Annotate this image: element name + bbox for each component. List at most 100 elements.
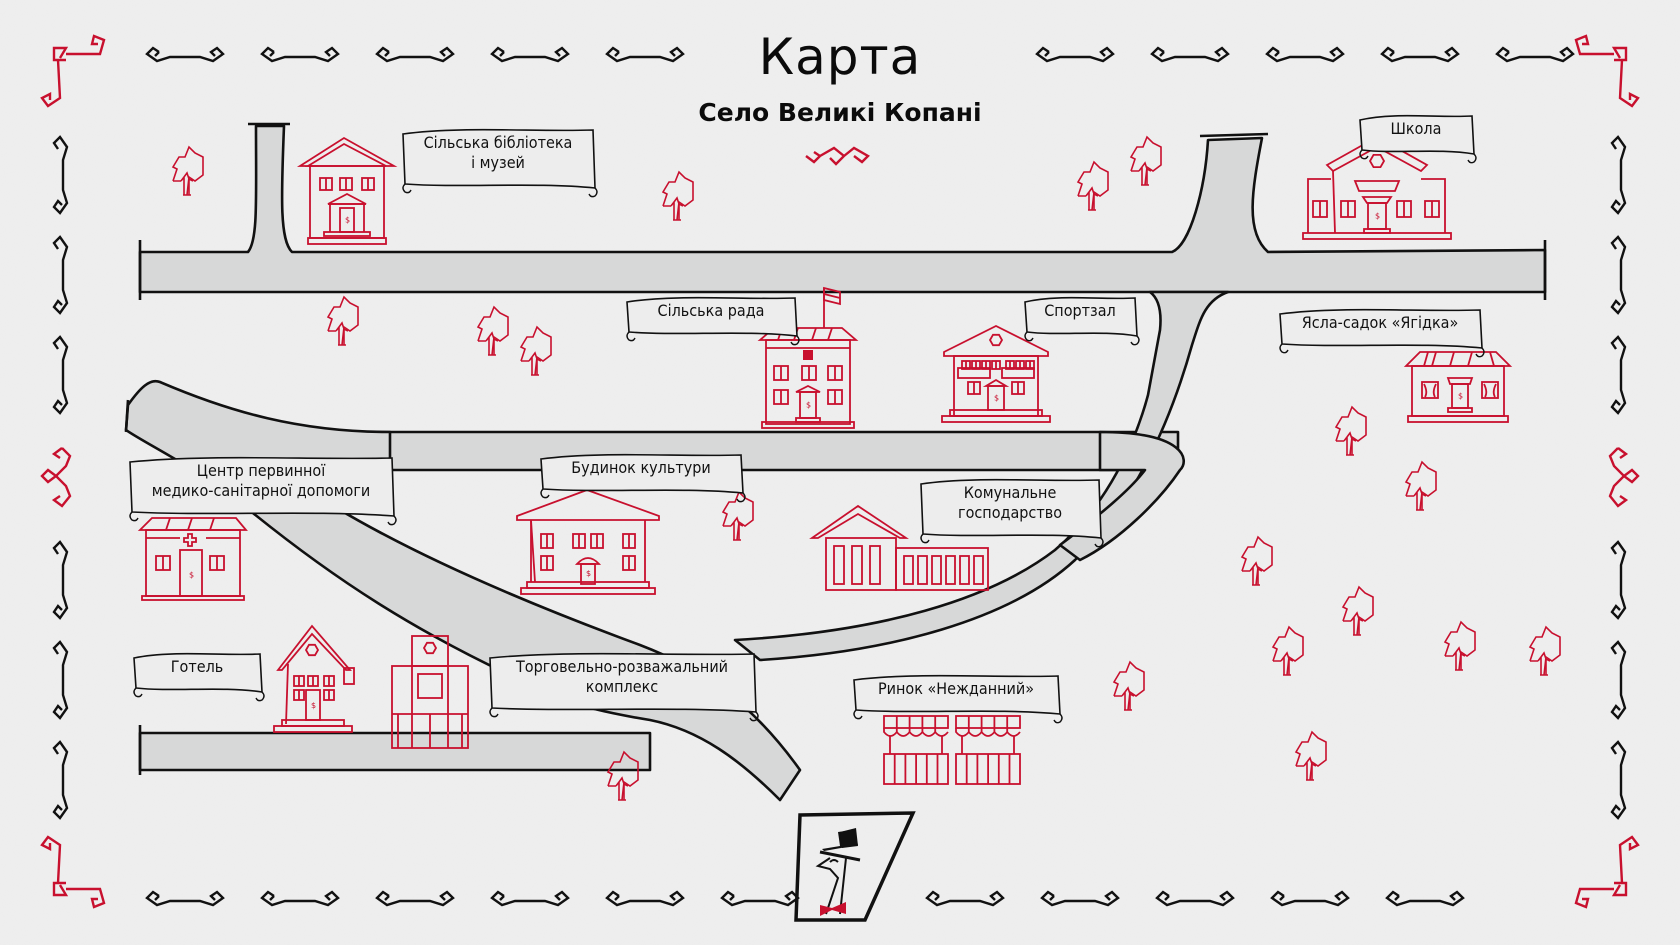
border-scroll-ornament xyxy=(490,46,570,63)
border-scroll-ornament-vertical xyxy=(1610,740,1627,820)
tree-icon xyxy=(1129,135,1162,186)
border-scroll-ornament-vertical xyxy=(52,135,69,215)
border-ornaments xyxy=(40,34,1640,909)
border-scroll-ornament-vertical xyxy=(52,640,69,720)
side-ornament xyxy=(1608,447,1640,508)
border-scroll-ornament-vertical xyxy=(1610,640,1627,720)
tree-icon xyxy=(171,145,204,196)
border-scroll-ornament-vertical xyxy=(1610,135,1627,215)
border-scroll-ornament xyxy=(720,890,800,907)
banner-scroll-ends xyxy=(1359,149,1477,164)
tree-icon xyxy=(1240,535,1273,586)
tree-icon xyxy=(1271,625,1304,676)
place-label-text: медико-санітарної допомоги xyxy=(152,481,371,500)
svg-text:$: $ xyxy=(189,571,194,580)
library-building-icon: $ xyxy=(296,136,398,245)
corner-ornament xyxy=(1574,34,1640,108)
banner-scroll-ends xyxy=(626,331,800,346)
border-scroll-ornament xyxy=(145,46,225,63)
banner-scroll-ends xyxy=(402,183,598,198)
utilities-building-icon xyxy=(809,504,989,591)
svg-text:$: $ xyxy=(345,215,350,224)
side-ornament xyxy=(40,447,72,508)
border-scroll-ornament xyxy=(605,890,685,907)
svg-text:$: $ xyxy=(994,393,999,402)
tree-icon xyxy=(1076,160,1109,211)
banner-scroll-ends xyxy=(133,687,265,702)
place-label-gym[interactable]: Спортзал xyxy=(1024,296,1140,346)
tree-icon xyxy=(1112,660,1145,711)
border-scroll-ornament xyxy=(375,46,455,63)
svg-text:$: $ xyxy=(1458,391,1463,400)
place-label-text: Ясла-садок «Ягідка» xyxy=(1302,313,1459,332)
place-label-culture-house[interactable]: Будинок культури xyxy=(540,453,746,503)
title-ornament xyxy=(805,146,870,166)
place-label-text: Сільська бібліотека xyxy=(424,133,573,152)
border-scroll-ornament xyxy=(925,890,1005,907)
border-scroll-ornament xyxy=(145,890,225,907)
tree-icon xyxy=(1294,730,1327,781)
hotel-building-icon: $ xyxy=(273,624,355,733)
border-scroll-ornament-vertical xyxy=(1610,540,1627,620)
place-label-market[interactable]: Ринок «Нежданний» xyxy=(853,674,1063,724)
border-scroll-ornament xyxy=(1270,890,1350,907)
corner-ornament xyxy=(40,34,106,108)
council-building-icon: $ xyxy=(757,286,859,429)
svg-text:$: $ xyxy=(586,569,591,578)
top-hat-goose-logo-icon xyxy=(794,811,916,922)
banner-scroll-ends xyxy=(489,707,759,722)
tree-icon xyxy=(1443,620,1476,671)
tree-icon xyxy=(1341,585,1374,636)
border-scroll-ornament xyxy=(1380,46,1460,63)
school-building-icon: $ xyxy=(1302,135,1452,240)
border-scroll-ornament xyxy=(1150,46,1230,63)
road-end-cap xyxy=(1199,132,1269,138)
place-label-school[interactable]: Школа xyxy=(1359,114,1477,164)
logo-frame xyxy=(794,811,916,922)
banner-scroll-ends xyxy=(853,709,1063,724)
border-scroll-ornament xyxy=(1495,46,1575,63)
page-subtitle: Село Великі Копані xyxy=(698,98,982,127)
border-scroll-ornament-vertical xyxy=(52,740,69,820)
market-stalls-icon xyxy=(883,715,949,785)
border-scroll-ornament xyxy=(1385,890,1465,907)
market-stalls-icon xyxy=(955,715,1021,785)
place-label-village-council[interactable]: Сільська рада xyxy=(626,296,800,346)
road-end-cap xyxy=(124,399,130,433)
tree-icon xyxy=(476,305,509,356)
svg-text:$: $ xyxy=(806,401,811,410)
place-label-text: і музей xyxy=(471,153,525,172)
border-scroll-ornament xyxy=(260,890,340,907)
buildings-layer: $ $ $ $ $ $ $ $ xyxy=(137,135,1513,785)
tree-icon xyxy=(661,170,694,221)
mall-building-icon xyxy=(391,635,469,749)
svg-text:$: $ xyxy=(311,701,316,710)
place-label-text: Будинок культури xyxy=(571,458,710,477)
banner-scroll-ends xyxy=(1024,331,1140,346)
tree-icon xyxy=(519,325,552,376)
place-label-text: комплекс xyxy=(586,677,659,696)
corner-ornament xyxy=(40,835,106,909)
kindergarten-building-icon: $ xyxy=(1403,351,1513,423)
svg-text:$: $ xyxy=(1375,212,1380,221)
place-label-text: Ринок «Нежданний» xyxy=(878,679,1034,698)
place-label-text: Школа xyxy=(1391,119,1442,138)
tree-icon xyxy=(1404,460,1437,511)
tree-icon xyxy=(326,295,359,346)
tree-icon xyxy=(721,490,754,541)
place-label-hotel[interactable]: Готель xyxy=(133,652,265,702)
border-scroll-ornament xyxy=(1035,46,1115,63)
border-scroll-ornament-vertical xyxy=(1610,335,1627,415)
page-title: Карта xyxy=(758,28,922,86)
culture-house-building-icon: $ xyxy=(516,489,660,595)
place-label-kindergarten[interactable]: Ясла-садок «Ягідка» xyxy=(1279,308,1485,358)
trees-layer xyxy=(171,135,1561,801)
border-scroll-ornament-vertical xyxy=(1610,235,1627,315)
border-scroll-ornament-vertical xyxy=(52,335,69,415)
border-scroll-ornament-vertical xyxy=(52,540,69,620)
